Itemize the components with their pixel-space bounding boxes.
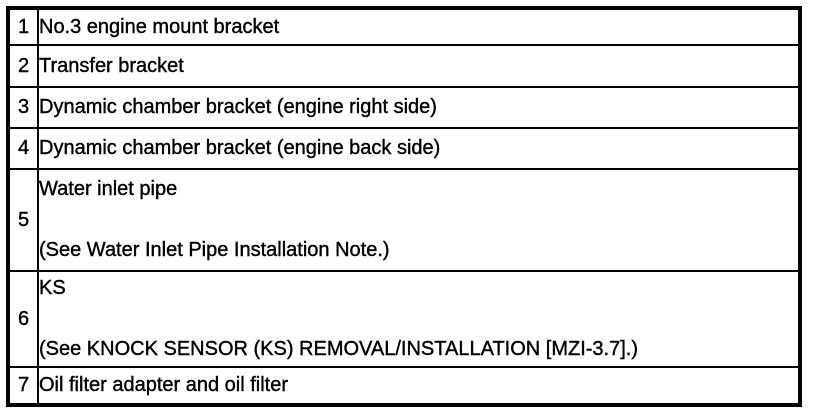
table-row: 6 KS (See KNOCK SENSOR (KS) REMOVAL/INST… xyxy=(7,270,801,368)
table-row: 4 Dynamic chamber bracket (engine back s… xyxy=(7,127,801,170)
row-number: 5 xyxy=(7,168,39,272)
row-description: Dynamic chamber bracket (engine back sid… xyxy=(37,127,801,170)
table-row: 5 Water inlet pipe (See Water Inlet Pipe… xyxy=(7,168,801,272)
row-description: Dynamic chamber bracket (engine right si… xyxy=(37,86,801,129)
row-description: Water inlet pipe (See Water Inlet Pipe I… xyxy=(37,168,801,272)
part-note: (See Water Inlet Pipe Installation Note.… xyxy=(39,239,390,261)
parts-legend-table: 1 No.3 engine mount bracket 2 Transfer b… xyxy=(6,6,802,407)
table-row: 3 Dynamic chamber bracket (engine right … xyxy=(7,86,801,129)
part-note: (See KNOCK SENSOR (KS) REMOVAL/INSTALLAT… xyxy=(39,338,639,360)
table-row: 1 No.3 engine mount bracket xyxy=(7,7,801,46)
part-name: Oil filter adapter and oil filter xyxy=(39,374,289,396)
part-name: KS xyxy=(39,277,66,299)
row-description: No.3 engine mount bracket xyxy=(37,7,801,46)
part-name: Transfer bracket xyxy=(39,54,184,77)
row-number: 7 xyxy=(7,366,39,406)
row-description: Transfer bracket xyxy=(37,44,801,88)
part-name: No.3 engine mount bracket xyxy=(39,15,280,38)
table-row: 2 Transfer bracket xyxy=(7,44,801,88)
row-number: 6 xyxy=(7,270,39,368)
part-name: Water inlet pipe xyxy=(39,178,178,200)
row-description: Oil filter adapter and oil filter xyxy=(37,366,801,406)
part-name: Dynamic chamber bracket (engine back sid… xyxy=(39,137,441,159)
row-number: 2 xyxy=(7,44,39,88)
table-row: 7 Oil filter adapter and oil filter xyxy=(7,366,801,406)
row-number: 4 xyxy=(7,127,39,170)
row-number: 3 xyxy=(7,86,39,129)
row-number: 1 xyxy=(7,7,39,46)
row-description: KS (See KNOCK SENSOR (KS) REMOVAL/INSTAL… xyxy=(37,270,801,368)
part-name: Dynamic chamber bracket (engine right si… xyxy=(39,96,437,118)
